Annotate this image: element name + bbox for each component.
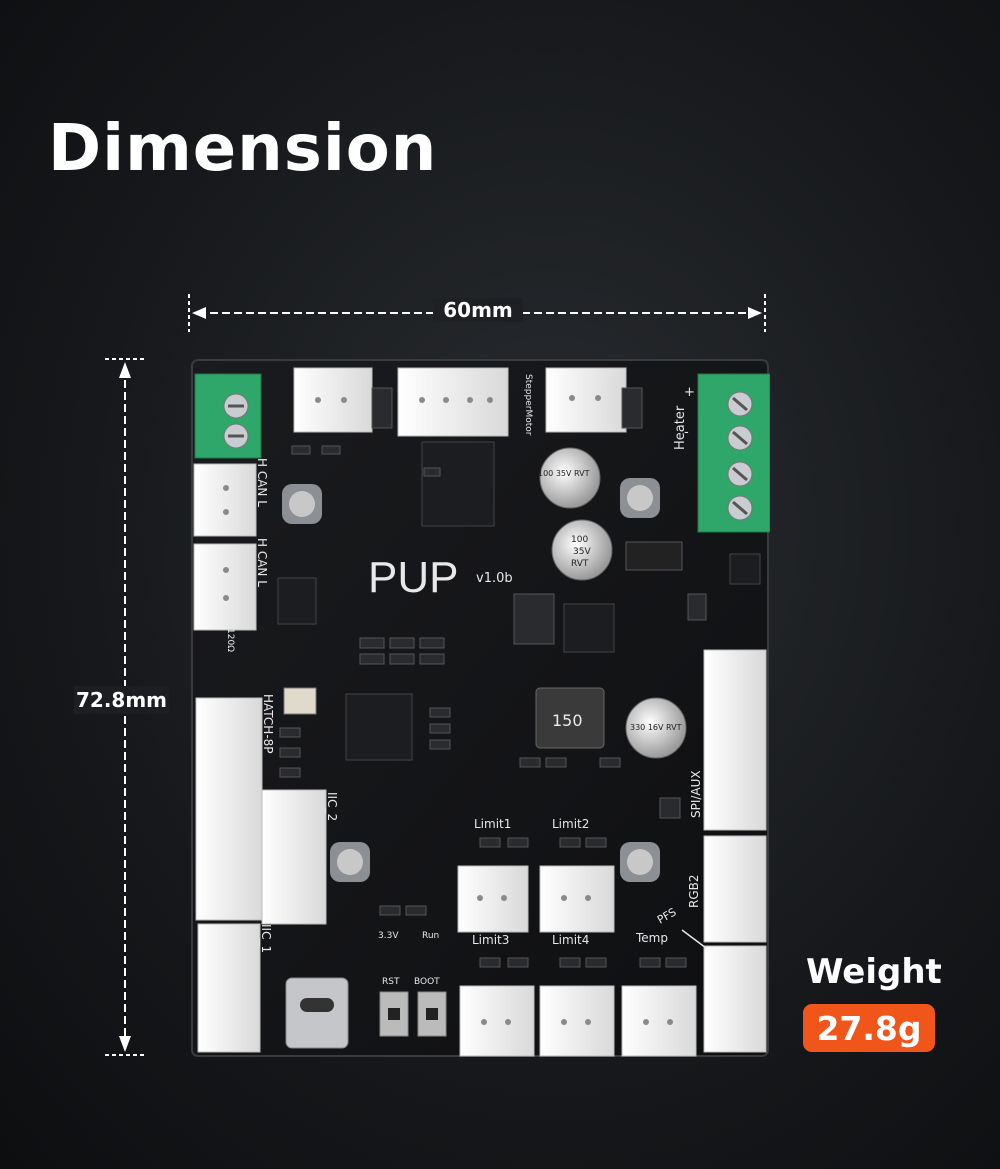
- inductor-marking: 150: [552, 711, 583, 730]
- label-heater-plus: +: [684, 385, 695, 400]
- label-rgb2: RGB2: [687, 874, 701, 908]
- cap1-marking: 100 35V RVT: [538, 469, 590, 478]
- label-3v3: 3.3V: [378, 931, 399, 941]
- silkscreen: PUP v1.0b StepperMotor Heater + - H CAN …: [225, 374, 703, 987]
- cap2-marking-1: 100: [571, 535, 588, 545]
- label-boot: BOOT: [414, 977, 440, 987]
- weight-badge: 27.8g: [803, 1004, 935, 1052]
- usb-c-port: [285, 977, 349, 1049]
- label-rst: RST: [382, 977, 400, 987]
- board-version: v1.0b: [476, 571, 513, 586]
- label-limit4: Limit4: [552, 933, 589, 947]
- power-terminal: [194, 373, 262, 459]
- cap2-marking-3: RVT: [571, 559, 589, 569]
- label-temp: Temp: [635, 931, 668, 945]
- ic-chips: [277, 441, 761, 761]
- page-title: Dimension: [48, 112, 438, 186]
- inductor: [535, 687, 605, 749]
- width-label: 60mm: [433, 298, 523, 322]
- cap2-marking-2: 35V: [573, 547, 591, 557]
- cap3-marking: 330 16V RVT: [630, 723, 682, 732]
- top-connectors: [193, 367, 767, 1057]
- weight-label: Weight: [806, 952, 942, 992]
- label-limit1: Limit1: [474, 817, 511, 831]
- pcb-board: PUP v1.0b StepperMotor Heater + - H CAN …: [190, 358, 771, 1058]
- label-steppermotor: StepperMotor: [523, 374, 533, 436]
- label-iic-2: IIC_2: [325, 792, 339, 821]
- label-run: Run: [422, 931, 439, 941]
- label-limit2: Limit2: [552, 817, 589, 831]
- label-can-2: H CAN L: [255, 538, 269, 587]
- component-markings: 150 100 35V RVT 100 35V RVT 330 16V RVT: [538, 469, 682, 732]
- board-logo: PUP: [368, 553, 458, 602]
- smd-components: [279, 387, 707, 968]
- label-limit3: Limit3: [472, 933, 509, 947]
- label-spi: SPI/AUX: [689, 770, 703, 818]
- label-hatch: HATCH-8P: [261, 694, 275, 754]
- width-dimension: 60mm: [188, 292, 768, 332]
- label-heater: Heater: [673, 405, 688, 450]
- capacitors: [282, 447, 687, 882]
- label-iic-1: IIC_1: [259, 924, 273, 953]
- height-label: 72.8mm: [74, 686, 170, 714]
- label-term: 120Ω: [225, 628, 235, 652]
- label-heater-minus: -: [684, 425, 689, 440]
- label-can-1: H CAN L: [255, 458, 269, 507]
- heater-terminal: [697, 373, 771, 533]
- connector-pins: [223, 395, 673, 1025]
